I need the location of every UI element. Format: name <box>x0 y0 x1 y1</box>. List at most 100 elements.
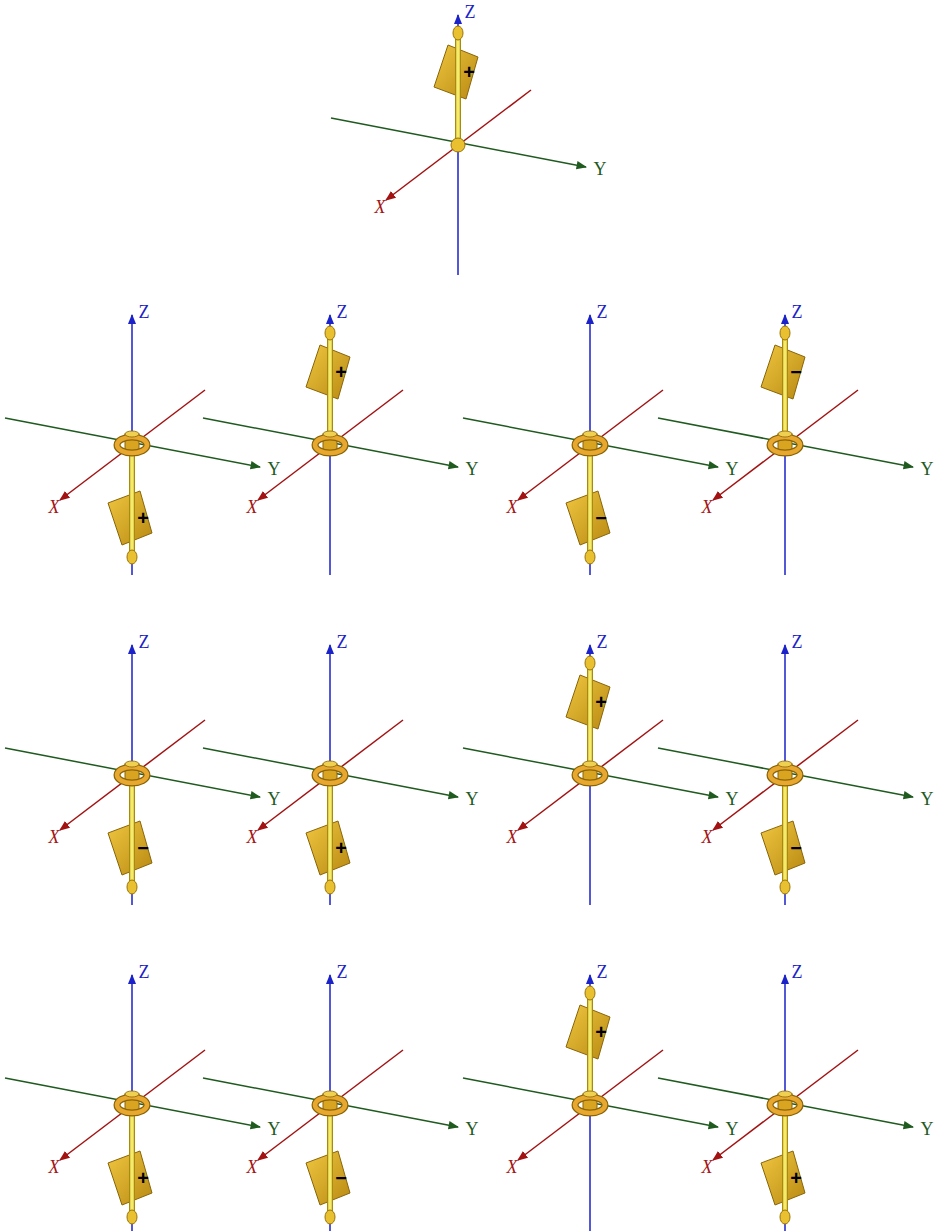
axis-label: Y <box>726 790 739 808</box>
rod <box>130 445 134 555</box>
axis-label: Y <box>268 460 281 478</box>
rotation-ring <box>575 1097 605 1113</box>
axis-label: Z <box>139 303 150 321</box>
axis-label: Y <box>921 460 934 478</box>
rod-tip <box>780 1210 790 1224</box>
symmetry-panel <box>203 315 458 575</box>
rotation-ring-outline <box>575 767 605 783</box>
sign-label: + <box>595 1022 607 1042</box>
rod <box>328 1105 332 1215</box>
rod <box>130 1105 134 1215</box>
axis-label: Y <box>921 1120 934 1138</box>
rotation-ring <box>315 437 345 453</box>
rod-tip <box>453 26 463 40</box>
axis-label: Y <box>268 790 281 808</box>
sign-label: + <box>335 838 347 858</box>
rod-outline <box>782 335 788 445</box>
symmetry-panel <box>658 645 913 905</box>
rotation-ring-outline <box>770 767 800 783</box>
cylinder-cap <box>323 431 337 437</box>
rod <box>328 335 332 445</box>
rod-tip <box>780 880 790 894</box>
sign-label: + <box>335 362 347 382</box>
cylinder-cap <box>323 1091 337 1097</box>
rotation-ring-outline <box>770 437 800 453</box>
rod-tip <box>585 986 595 1000</box>
sign-label: + <box>137 508 149 528</box>
axis-label: X <box>49 828 60 846</box>
axis-label: X <box>507 498 518 516</box>
axis-label: Y <box>466 790 479 808</box>
rod-outline <box>587 995 593 1105</box>
axis-label: Y <box>268 1120 281 1138</box>
rotation-ring <box>770 437 800 453</box>
rod-tip <box>127 550 137 564</box>
rod-outline <box>455 35 461 145</box>
sign-label: − <box>595 508 607 528</box>
rotation-ring <box>575 437 605 453</box>
rotation-ring <box>770 767 800 783</box>
axis-label: Z <box>792 633 803 651</box>
axis-label: Z <box>139 633 150 651</box>
rod-tip <box>325 880 335 894</box>
axis-label: Z <box>337 963 348 981</box>
rod <box>588 445 592 555</box>
axis-label: Y <box>466 1120 479 1138</box>
symmetry-panel <box>203 645 458 905</box>
cylinder-cap <box>323 761 337 767</box>
cylinder-cap <box>778 1091 792 1097</box>
origin-ball <box>451 138 465 152</box>
rotation-ring-outline <box>575 1097 605 1113</box>
symmetry-panel <box>5 975 260 1231</box>
sign-label: − <box>335 1168 347 1188</box>
axis-label: Z <box>337 303 348 321</box>
sign-label: + <box>463 62 475 82</box>
rod-outline <box>782 775 788 885</box>
symmetry-panel <box>463 315 718 575</box>
rod-outline <box>782 1105 788 1215</box>
axis-label: X <box>247 498 258 516</box>
axis-label: Y <box>726 460 739 478</box>
axis-label: Z <box>139 963 150 981</box>
cylinder-cap <box>778 761 792 767</box>
rotation-ring-outline <box>117 437 147 453</box>
rod <box>328 775 332 885</box>
sign-label: + <box>790 1168 802 1188</box>
rod-outline <box>129 775 135 885</box>
sign-label: + <box>595 692 607 712</box>
axis-label: Y <box>921 790 934 808</box>
rod-outline <box>129 1105 135 1215</box>
rotation-ring <box>315 767 345 783</box>
rod <box>588 665 592 775</box>
axis-label: Y <box>726 1120 739 1138</box>
symmetry-panel <box>658 315 913 575</box>
axis-label: X <box>375 198 386 216</box>
rotation-ring-outline <box>315 1097 345 1113</box>
rod <box>783 335 787 445</box>
axis-label: X <box>702 498 713 516</box>
rotation-ring-outline <box>770 1097 800 1113</box>
rod <box>456 35 460 145</box>
symmetry-panel <box>463 645 718 905</box>
rotation-ring-outline <box>315 437 345 453</box>
axis-label: X <box>49 1158 60 1176</box>
rotation-ring <box>575 767 605 783</box>
rod-tip <box>127 1210 137 1224</box>
rotation-ring-outline <box>117 767 147 783</box>
axis-label: Z <box>792 303 803 321</box>
cylinder-cap <box>583 761 597 767</box>
rotation-ring <box>770 1097 800 1113</box>
axis-label: Y <box>466 460 479 478</box>
rod-tip <box>325 326 335 340</box>
cylinder-cap <box>125 431 139 437</box>
rod-outline <box>327 335 333 445</box>
rotation-ring-outline <box>315 767 345 783</box>
axis-label: X <box>247 828 258 846</box>
axis-label: X <box>49 498 60 516</box>
rod-tip <box>127 880 137 894</box>
cylinder-cap <box>125 761 139 767</box>
rod-outline <box>587 445 593 555</box>
sign-label: − <box>137 838 149 858</box>
